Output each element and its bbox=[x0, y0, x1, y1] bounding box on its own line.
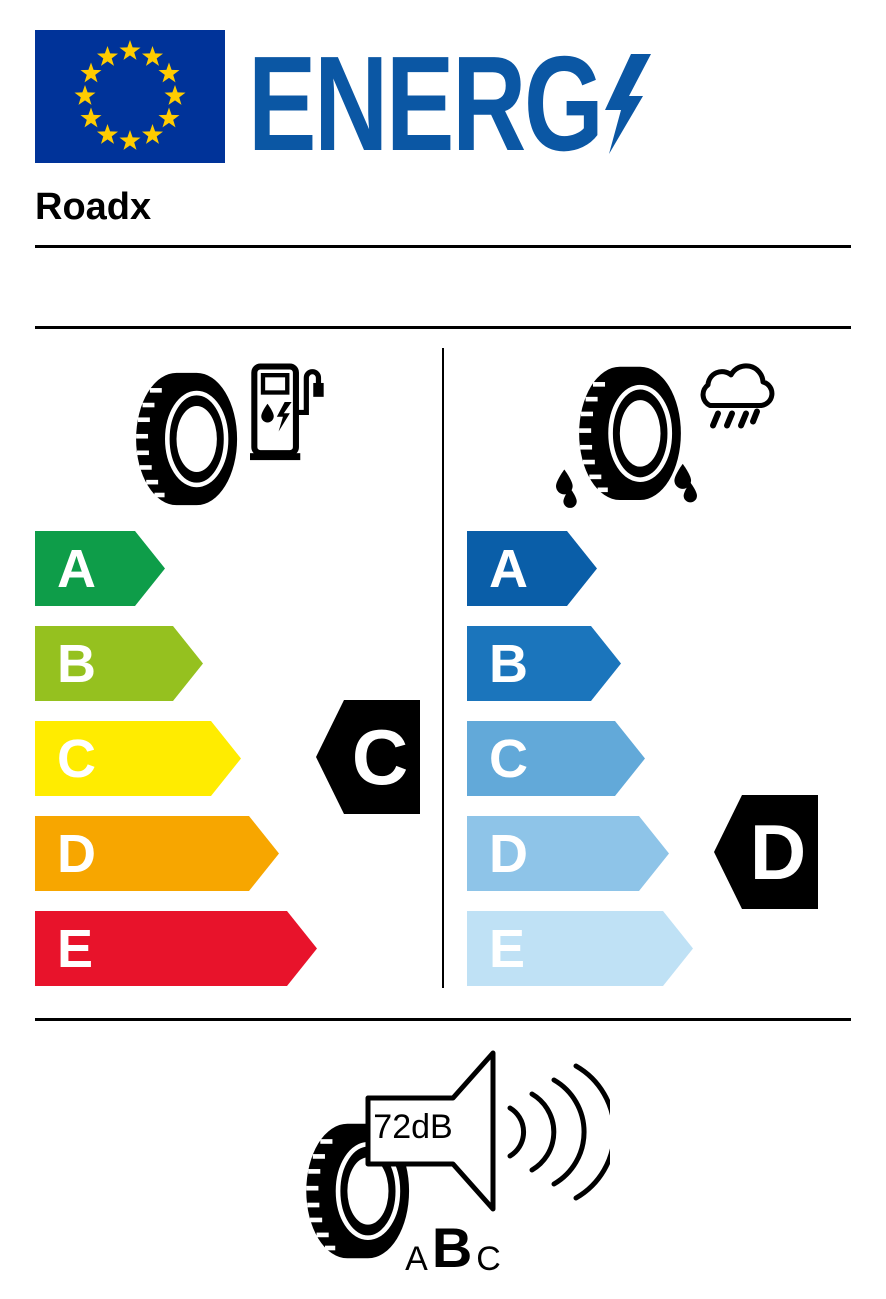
rain-cloud-icon bbox=[700, 363, 775, 429]
fuel-grade-row-d: D bbox=[35, 816, 279, 891]
divider-line-panel bbox=[35, 326, 851, 329]
wet-grip-selected-class: D bbox=[749, 808, 807, 896]
brand-name: Roadx bbox=[35, 186, 152, 228]
wet-grip-selected-class-marker: D bbox=[714, 795, 818, 909]
eu-flag-stars bbox=[74, 40, 186, 150]
grade-letter: C bbox=[57, 728, 96, 789]
eu-flag bbox=[35, 30, 225, 163]
rain-drops bbox=[710, 408, 760, 429]
wet-grade-row-c: C bbox=[467, 721, 645, 796]
wet-grade-row-e: E bbox=[467, 911, 693, 986]
grade-letter: B bbox=[57, 633, 96, 694]
fuel-grade-row-b: B bbox=[35, 626, 203, 701]
grade-letter: A bbox=[57, 538, 96, 599]
fuel-grade-row-c: C bbox=[35, 721, 241, 796]
noise-class-c: C bbox=[476, 1240, 501, 1278]
fuel-pump-icon bbox=[250, 363, 324, 461]
fuel-grade-row-e: E bbox=[35, 911, 317, 986]
grade-letter: D bbox=[489, 823, 528, 884]
grade-letter: E bbox=[57, 918, 94, 979]
noise-class-scale: A B C bbox=[398, 1216, 508, 1279]
fuel-grade-row-a: A bbox=[35, 531, 165, 606]
lightning-glyph bbox=[276, 402, 292, 432]
grade-letter: C bbox=[489, 728, 528, 789]
noise-class-a: A bbox=[405, 1240, 428, 1278]
grade-letter: B bbox=[489, 633, 528, 694]
speaker-icon bbox=[365, 1050, 610, 1212]
wet-tire-icon bbox=[556, 362, 697, 508]
wet-grade-row-d: D bbox=[467, 816, 669, 891]
fuel-selected-class: C bbox=[351, 713, 409, 801]
noise-level-value: 72dB bbox=[373, 1108, 453, 1146]
wet-grade-row-a: A bbox=[467, 531, 597, 606]
wet-grade-row-b: B bbox=[467, 626, 621, 701]
grade-letter: E bbox=[489, 918, 526, 979]
fuel-selected-class-marker: C bbox=[316, 700, 420, 814]
grade-letter: D bbox=[57, 823, 96, 884]
grade-letter: A bbox=[489, 538, 528, 599]
lightning-bolt-icon bbox=[605, 54, 651, 154]
divider-line-top bbox=[35, 245, 851, 248]
center-divider bbox=[442, 348, 444, 988]
sound-waves-icon bbox=[507, 1063, 610, 1201]
divider-line-bottom bbox=[35, 1018, 851, 1021]
noise-class-b-selected: B bbox=[431, 1216, 473, 1279]
energ-logo-text: ENERG bbox=[248, 28, 604, 179]
tire-icon bbox=[126, 366, 238, 512]
